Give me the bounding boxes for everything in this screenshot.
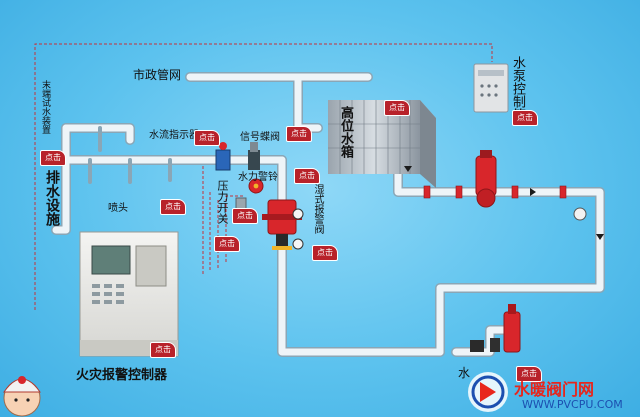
flow-arrows xyxy=(404,166,604,240)
flow-indicator-valve xyxy=(215,142,231,171)
watermark-logo-icon xyxy=(468,372,508,412)
label-pump-control-box: 水泵控制箱 xyxy=(510,56,525,121)
hydraulic-bell-device xyxy=(248,178,264,194)
watermark-url: WWW.PVCPU.COM xyxy=(522,398,623,411)
click-badge-flow-indicator[interactable]: 点击 xyxy=(194,130,220,146)
label-high-tank: 高位水箱 xyxy=(338,106,353,158)
watermark-brand: 水暖阀门网 xyxy=(514,380,595,399)
label-flow-indicator: 水流指示器 xyxy=(149,130,199,141)
signal-butterfly-valve-device xyxy=(248,142,260,170)
label-fire-alarm-controller: 火灾报警控制器 xyxy=(76,368,168,383)
pump-line-valves xyxy=(423,185,567,199)
check-valve-dial xyxy=(573,207,587,221)
click-badge-fire-alarm-controller[interactable]: 点击 xyxy=(150,342,176,358)
pressure-gauges xyxy=(292,208,304,250)
click-badge-signal-valve[interactable]: 点击 xyxy=(286,126,312,142)
lower-pump xyxy=(470,304,521,353)
label-pump-partial: 水 xyxy=(458,366,471,380)
label-pressure-switch: 压力开关 xyxy=(216,180,229,224)
click-badge-pump-control-box[interactable]: 点击 xyxy=(512,110,538,126)
click-badge-high-tank[interactable]: 点击 xyxy=(384,100,410,116)
label-signal-valve: 信号蝶阀 xyxy=(240,132,280,143)
branch-drops xyxy=(88,126,172,184)
label-municipal-network: 市政管网 xyxy=(133,68,182,82)
click-badge-wet-alarm-valve-left[interactable]: 点击 xyxy=(214,236,240,252)
click-badge-hydraulic-bell[interactable]: 点击 xyxy=(294,168,320,184)
fire-alarm-controller-device xyxy=(79,231,179,357)
label-drainage: 排水设施 xyxy=(44,170,60,226)
label-sprinkler: 喷头 xyxy=(108,203,128,214)
click-badge-pump[interactable]: 点击 xyxy=(516,366,542,382)
click-badge-end-test[interactable]: 点击 xyxy=(40,150,66,166)
pump-control-box-device xyxy=(473,63,509,113)
click-badge-pressure-switch[interactable]: 点击 xyxy=(232,208,258,224)
label-wet-alarm-valve: 湿式报警阀 xyxy=(312,184,323,234)
click-badge-sprinkler[interactable]: 点击 xyxy=(160,199,186,215)
label-end-test-device: 末端试水装置 xyxy=(40,80,50,134)
click-badge-wet-alarm-valve[interactable]: 点击 xyxy=(312,245,338,261)
fire-pump xyxy=(475,150,497,208)
firefighter-avatar-icon xyxy=(3,376,41,417)
label-hydraulic-bell: 水力警铃 xyxy=(238,172,278,183)
